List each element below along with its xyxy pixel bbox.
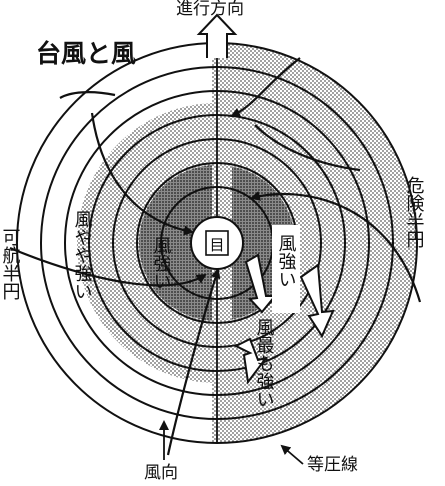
navigable-semicircle-label: 可航半円	[0, 228, 21, 301]
wind-flow-arrow	[254, 124, 361, 172]
label-bg	[272, 225, 300, 313]
title: 台風と風	[36, 39, 136, 68]
strong-wind-arrows	[233, 253, 335, 385]
wind-flow-arrow	[59, 91, 116, 99]
wind-flow-lines	[9, 57, 422, 456]
wind-flow-arrow	[90, 112, 194, 236]
isobar-label: 等圧線	[307, 455, 358, 475]
up-arrow-icon	[196, 13, 238, 58]
eye-label: 目	[209, 236, 224, 254]
dangerous-semicircle-label: 危険半円	[404, 176, 425, 249]
wind-direction-label: 風向	[144, 463, 178, 483]
wind-strong-right-label: 風強い	[276, 234, 297, 288]
wind-flow-arrow	[166, 268, 221, 456]
wind-strongest-label: 風最も強い	[254, 318, 275, 408]
wind-strong-left-label: 風強い	[151, 236, 172, 290]
eye-box	[205, 230, 229, 256]
direction-label: 進行方向	[176, 0, 244, 19]
arrow-icon	[280, 444, 304, 465]
wind-flow-arrow	[230, 57, 301, 118]
strong-wind-arrow	[244, 253, 278, 314]
wind-flow-arrow	[250, 191, 422, 303]
wind-flow-arrow	[9, 246, 207, 287]
wind-fairly-strong-label: 風やや強い	[72, 210, 93, 300]
strong-wind-arrow	[233, 337, 269, 385]
strong-wind-arrow	[299, 263, 335, 339]
legend-pointers	[159, 420, 304, 465]
